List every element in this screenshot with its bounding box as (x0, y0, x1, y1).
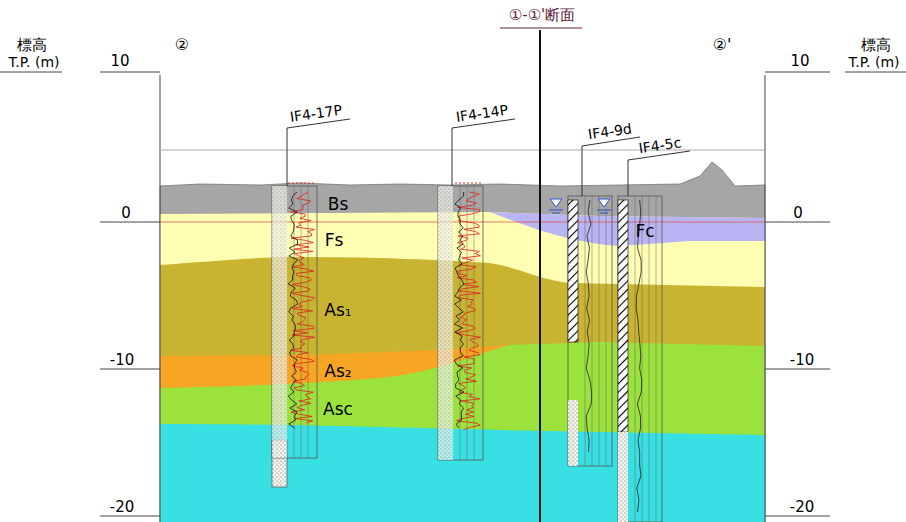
axis-unit: T.P. (m) (848, 55, 899, 70)
sounding-log (586, 200, 591, 452)
axis-value: -20 (110, 499, 135, 516)
layer-name: As₁ (321, 299, 354, 321)
base-layer (160, 424, 765, 522)
section-line (539, 30, 541, 522)
layer-label: As₁ (324, 300, 351, 320)
axis-value: 0 (793, 205, 803, 222)
frame (0, 72, 906, 522)
title-underline (500, 28, 582, 29)
layer-name: Asc (320, 398, 356, 420)
axis-value: -20 (790, 499, 815, 516)
axis-unit: T.P. (m) (8, 55, 59, 70)
spacer (168, 56, 196, 57)
axis-value: -10 (110, 352, 135, 369)
sky (160, 150, 765, 522)
sounding-log (636, 200, 641, 512)
axis-value: 0 (121, 205, 131, 222)
sounding-log (288, 192, 298, 428)
axis-value: -10 (790, 352, 815, 369)
boreholes (272, 119, 690, 522)
layer-label: Fc (635, 221, 654, 241)
axis-value: 10 (790, 53, 809, 70)
bs-layer (160, 162, 765, 522)
layer-label: As₂ (324, 361, 351, 381)
layer-name: Fc (632, 220, 657, 242)
borehole-name: IF4-14P (455, 103, 509, 126)
section-end: ②' (713, 36, 732, 54)
layer-label: Fs (325, 230, 344, 250)
layer-label: Bs (328, 194, 349, 214)
zero-line (160, 222, 765, 223)
layer-label: Asc (323, 399, 353, 419)
layer-name: Fs (322, 229, 347, 251)
borehole-name: IF4-17P (289, 103, 343, 126)
axis-title: 標高 (861, 37, 891, 54)
sounding-log (454, 192, 463, 428)
axis-title: 標高 (17, 37, 47, 54)
layer-name: As₂ (321, 360, 354, 382)
asc-layer (160, 342, 765, 522)
section-title: ①-①'断面 (509, 7, 575, 24)
layer-name: Bs (325, 193, 352, 215)
axis-value: 10 (110, 53, 129, 70)
section-end: ② (175, 36, 189, 54)
